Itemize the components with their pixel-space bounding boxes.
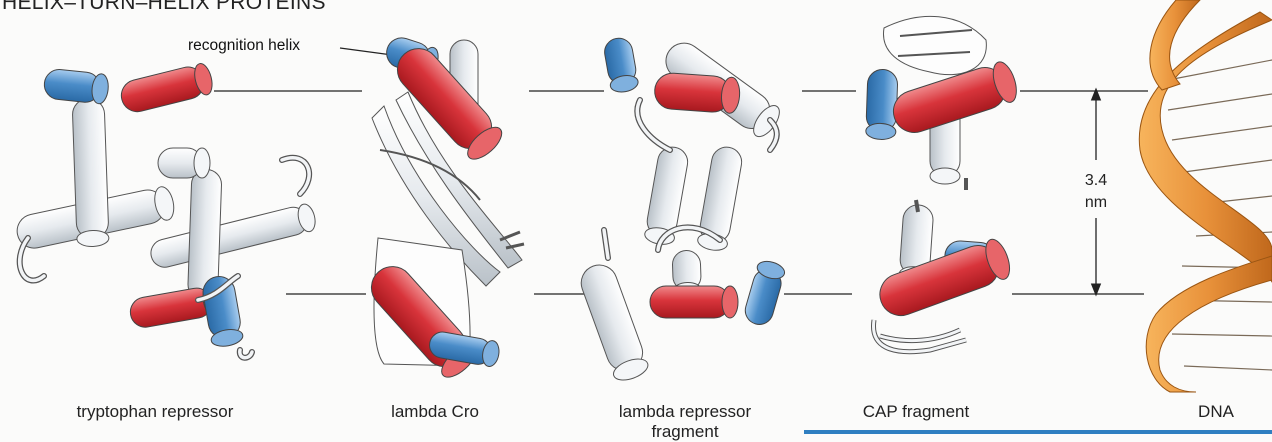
distance-unit: nm (1076, 192, 1116, 214)
protein-cap-fragment (866, 16, 1021, 351)
protein-lambda-cro (363, 34, 524, 383)
figure-title: HELIX–TURN–HELIX PROTEINS (2, 0, 326, 15)
caption-lambda-cro: lambda Cro (370, 402, 500, 422)
helix-red (653, 72, 740, 114)
caption-dna: DNA (1186, 402, 1246, 422)
helix-blue (43, 68, 110, 105)
protein-tryptophan-repressor (14, 62, 318, 358)
helix-red (874, 236, 1014, 321)
helix-red (650, 286, 738, 318)
helix-blue (602, 36, 639, 94)
distance-label: 3.4 nm (1076, 170, 1116, 214)
helix-gray (576, 260, 651, 384)
helix-red (118, 62, 215, 115)
helix-gray (158, 148, 210, 178)
caption-cap-fragment: CAP fragment (846, 402, 986, 422)
distance-value: 3.4 (1076, 170, 1116, 192)
caption-lambda-repressor-fragment: lambda repressor fragment (600, 402, 770, 442)
recognition-helix-label: recognition helix (188, 37, 300, 55)
helix-blue (742, 258, 787, 327)
accent-rule (804, 430, 1272, 434)
helix-gray (72, 98, 109, 247)
protein-lambda-repressor-fragment (576, 36, 786, 384)
caption-tryptophan-repressor: tryptophan repressor (50, 402, 260, 422)
helix-blue (866, 69, 898, 140)
helix-gray (696, 145, 744, 253)
dna-double-helix (1139, 0, 1272, 392)
